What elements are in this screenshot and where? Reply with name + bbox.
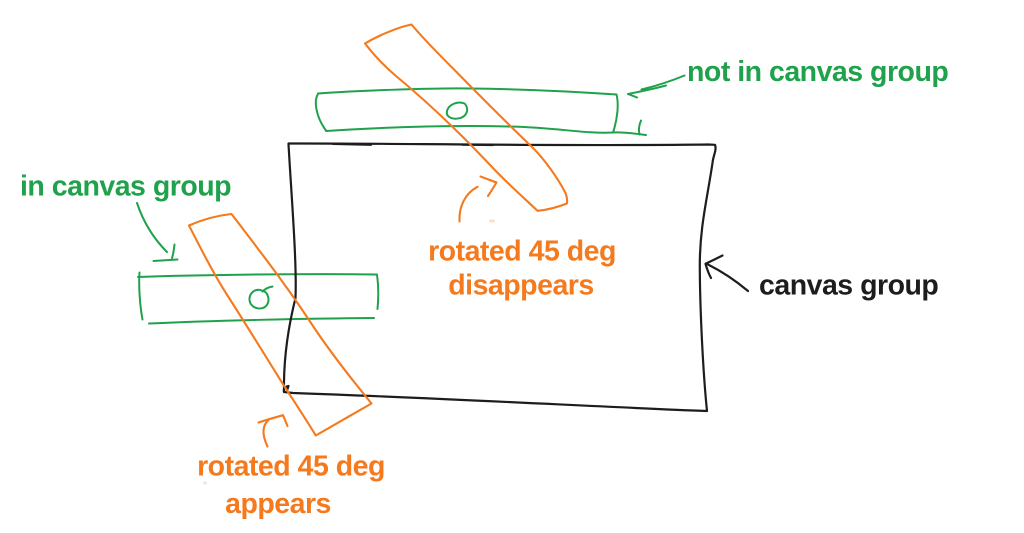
green-layer <box>136 74 686 325</box>
stray-mark-1 <box>488 219 496 223</box>
stray-mark-2 <box>202 481 208 485</box>
loop-in-outside-bar <box>445 101 469 120</box>
bar-inside-canvas-group <box>137 271 380 325</box>
rotated-bar-outside <box>363 23 569 212</box>
label-in-canvas-group: in canvas group <box>20 171 231 203</box>
arrow-to-rotated-bar-inside <box>257 414 289 448</box>
arrow-to-outside-bar <box>627 74 686 99</box>
rotated-bar-inside <box>187 212 373 437</box>
label-appears-line1: rotated 45 deg <box>197 451 385 483</box>
label-not-in-canvas-group: not in canvas group <box>687 56 948 88</box>
label-appears-line2: appears <box>225 488 331 520</box>
arrow-to-inside-bar <box>136 202 179 262</box>
top-edge-overdraw <box>331 142 495 147</box>
label-disappears-line2: disappears <box>448 270 594 302</box>
label-layer: in canvas group not in canvas group canv… <box>20 56 949 520</box>
label-canvas-group: canvas group <box>759 270 938 302</box>
label-disappears-line1: rotated 45 deg <box>428 236 616 268</box>
orange-layer <box>187 23 569 485</box>
arrow-to-rotated-bar-outside <box>458 175 498 223</box>
loop-in-inside-bar <box>248 285 274 310</box>
bar-outside-canvas-group <box>314 87 647 136</box>
arrow-to-canvas-group <box>704 254 750 293</box>
